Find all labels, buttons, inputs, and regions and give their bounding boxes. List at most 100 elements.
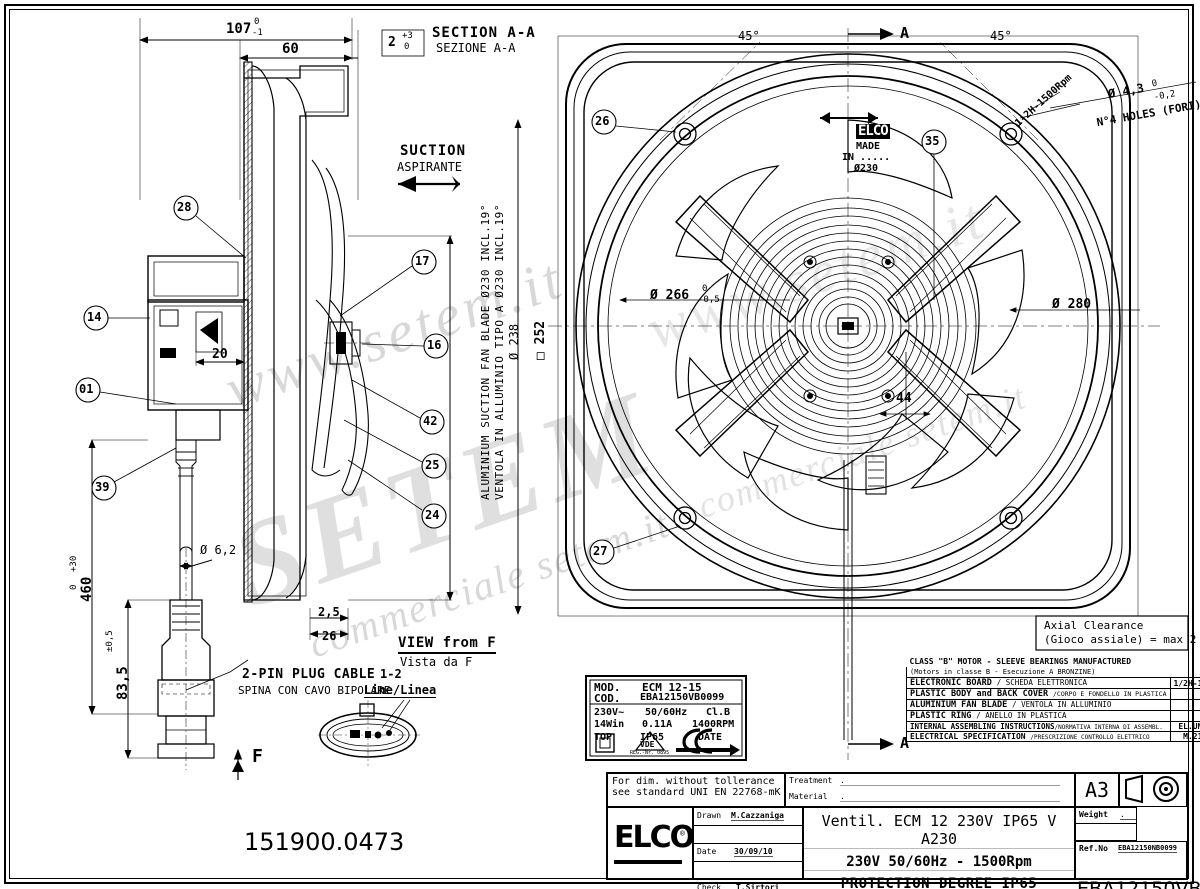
dim-plug-length: 83,5 bbox=[115, 666, 131, 700]
dim-cable-length: 460 bbox=[79, 576, 95, 602]
spec-value: 1/2H-1500Rpm bbox=[1173, 678, 1200, 688]
balloon-27: 27 bbox=[593, 544, 608, 558]
plate-date: DATE bbox=[698, 732, 723, 743]
plate-rpm: 1400RPM bbox=[692, 719, 735, 730]
brand-stamp-line1: MADE bbox=[856, 141, 881, 152]
section-title-it: SEZIONE A-A bbox=[436, 41, 516, 55]
spec-header-en: CLASS "B" MOTOR - SLEEVE BEARINGS MANUFA… bbox=[909, 657, 1132, 666]
spec-desc-it: / SCHEDA ELETTRONICA bbox=[996, 678, 1088, 687]
dim-bolt-circle-tol-up: 0 bbox=[702, 284, 708, 294]
spec-value: EL.UN.0099 bbox=[1178, 722, 1200, 731]
dim-overall-depth-tol-up: 0 bbox=[254, 17, 260, 27]
vde-sub-label: REG.-Nr. 0895 bbox=[630, 750, 670, 756]
dim-bolt-circle: Ø 266 bbox=[650, 288, 690, 303]
plate-code-label: COD. bbox=[594, 692, 621, 705]
description-cell: Ventil. ECM 12 230V IP65 V A230 230V 50/… bbox=[804, 808, 1076, 889]
dim-overall-depth: 107 bbox=[226, 21, 252, 37]
balloon-39: 39 bbox=[95, 480, 110, 494]
section-title-en: SECTION A-A bbox=[432, 25, 536, 41]
brand-stamp-logo: ELCO bbox=[856, 123, 890, 139]
angle-left-label: 45° bbox=[738, 29, 760, 43]
brand-stamp-line3: Ø230 bbox=[854, 163, 879, 174]
section-letter-top: A bbox=[900, 24, 910, 42]
plate-model-value: ECM 12-15 bbox=[642, 681, 702, 694]
material-label: Material bbox=[789, 792, 828, 801]
tolerance-note-line2: see standard UNI EN 22768-mK bbox=[612, 786, 781, 798]
spec-table: CLASS "B" MOTOR - SLEEVE BEARINGS MANUFA… bbox=[905, 656, 1200, 742]
dim-overall-depth-tol-low: -1 bbox=[252, 28, 263, 38]
release-cell: Release - bbox=[1136, 806, 1188, 842]
spec-desc-en: ELECTRONIC BOARD bbox=[910, 678, 992, 688]
spec-row: INTERNAL ASSEMBLING INSTRUCTIONS/NORMATI… bbox=[906, 721, 1200, 732]
balloon-17: 17 bbox=[415, 254, 430, 268]
spec-value: M.2109/1 bbox=[1183, 732, 1200, 741]
brand-registered-mark: ® bbox=[680, 829, 685, 838]
spec-desc-en: ALUMINIUM FAN BLADE bbox=[910, 700, 1008, 710]
part-number-label: 151900.0473 bbox=[244, 828, 405, 856]
drawn-label: Drawn bbox=[697, 811, 722, 820]
desc-line1: Ventil. ECM 12 230V IP65 V A230 bbox=[804, 808, 1074, 849]
balloon-01: 01 bbox=[79, 382, 94, 396]
material-value: . bbox=[840, 792, 1060, 802]
plate-ip: IP65 bbox=[640, 732, 665, 743]
spec-desc-en: PLASTIC RING bbox=[910, 711, 972, 721]
drawn-value: M.Cazzaniga bbox=[731, 811, 784, 822]
balloon-28: 28 bbox=[177, 200, 192, 214]
balloon-26: 26 bbox=[595, 114, 610, 128]
refno-label: Ref.No bbox=[1079, 844, 1108, 853]
balloon-42: 42 bbox=[423, 414, 438, 428]
plate-power: 14Win bbox=[594, 719, 625, 730]
dim-foot-offset: 2,5 bbox=[318, 605, 340, 619]
dim-flange-tol-low: 0 bbox=[404, 42, 410, 52]
blade-note-it: VENTOLA IN ALLUMINIO TIPO A Ø230 INCL.19… bbox=[493, 203, 506, 500]
balloon-25: 25 bbox=[425, 458, 440, 472]
date-label: Date bbox=[697, 847, 717, 856]
plate-frequency: 50/60Hz bbox=[645, 707, 688, 718]
angle-right-label: 45° bbox=[990, 29, 1012, 43]
dim-bolt-circle-tol-low: -0,5 bbox=[698, 295, 720, 305]
desc-line3: PROTECTION DEGREE IP65 bbox=[840, 876, 1038, 889]
spec-row: ELECTRONIC BOARD / SCHEDA ELETTRONICA 1/… bbox=[906, 677, 1200, 689]
dim-plug-length-tol: ±0,5 bbox=[105, 630, 115, 652]
view-from-f-en: VIEW from F bbox=[398, 636, 497, 654]
dim-hub-depth: 44 bbox=[896, 391, 912, 406]
plug-pins-label: 1-2 bbox=[380, 667, 402, 681]
spec-desc-en: PLASTIC BODY and BACK COVER bbox=[910, 689, 1049, 699]
treatment-value: . bbox=[840, 776, 1060, 786]
view-arrow-letter: F bbox=[252, 746, 263, 767]
spec-desc-it: /CORPO E FONDELLO IN PLASTICA bbox=[1053, 690, 1167, 698]
brand-logo: ELCO bbox=[614, 820, 695, 855]
dim-square-frame: □ 252 bbox=[533, 320, 548, 360]
spec-desc-it: / ANELLO IN PLASTICA bbox=[976, 711, 1067, 720]
plug-line-label: Line/Linea bbox=[364, 683, 437, 698]
plate-current: 0.11A bbox=[642, 719, 673, 730]
dim-cable-dia: Ø 6,2 bbox=[200, 543, 237, 557]
axial-clearance-line2: (Gioco assiale) = max 2 mm bbox=[1044, 633, 1200, 646]
plate-code-value: EBA12150VB0099 bbox=[640, 692, 725, 703]
suction-label-it: ASPIRANTE bbox=[397, 160, 463, 174]
drawing-number: EBA12150VB0099 bbox=[1077, 878, 1200, 889]
title-block: For dim. without tollerance see standard… bbox=[606, 772, 1200, 889]
dim-foot-width: 26 bbox=[322, 629, 337, 643]
dim-body-depth: 60 bbox=[282, 41, 299, 57]
refno-value: EBA12150NB0099 bbox=[1118, 844, 1178, 854]
brand-stamp-line2: IN ..... bbox=[842, 152, 891, 163]
weight-label: Weight bbox=[1079, 810, 1108, 819]
balloon-35: 35 bbox=[925, 134, 940, 148]
dim-frame-outer-dia: Ø 280 bbox=[1052, 297, 1092, 312]
suction-label-en: SUCTION bbox=[400, 143, 467, 159]
dim-motor-width: 20 bbox=[212, 347, 228, 362]
balloon-16: 16 bbox=[427, 338, 442, 352]
balloon-24: 24 bbox=[425, 508, 440, 522]
spec-row: ELECTRICAL SPECIFICATION /PRESCRIZIONE C… bbox=[906, 731, 1200, 742]
sheet-border-outer bbox=[4, 4, 1194, 884]
sheet-format-label: A3 bbox=[1085, 778, 1110, 802]
view-from-f-it: Vista da F bbox=[400, 655, 473, 669]
spec-row: PLASTIC RING / ANELLO IN PLASTICA - bbox=[906, 710, 1200, 722]
plug-label-en: 2-PIN PLUG CABLE bbox=[242, 667, 376, 682]
blade-note-en: ALUMINIUM SUCTION FAN BLADE Ø230 INCL.19… bbox=[479, 203, 492, 500]
desc-line2: 230V 50/60Hz - 1500Rpm bbox=[804, 849, 1074, 871]
spec-desc-en: INTERNAL ASSEMBLING INSTRUCTIONS bbox=[910, 722, 1055, 731]
